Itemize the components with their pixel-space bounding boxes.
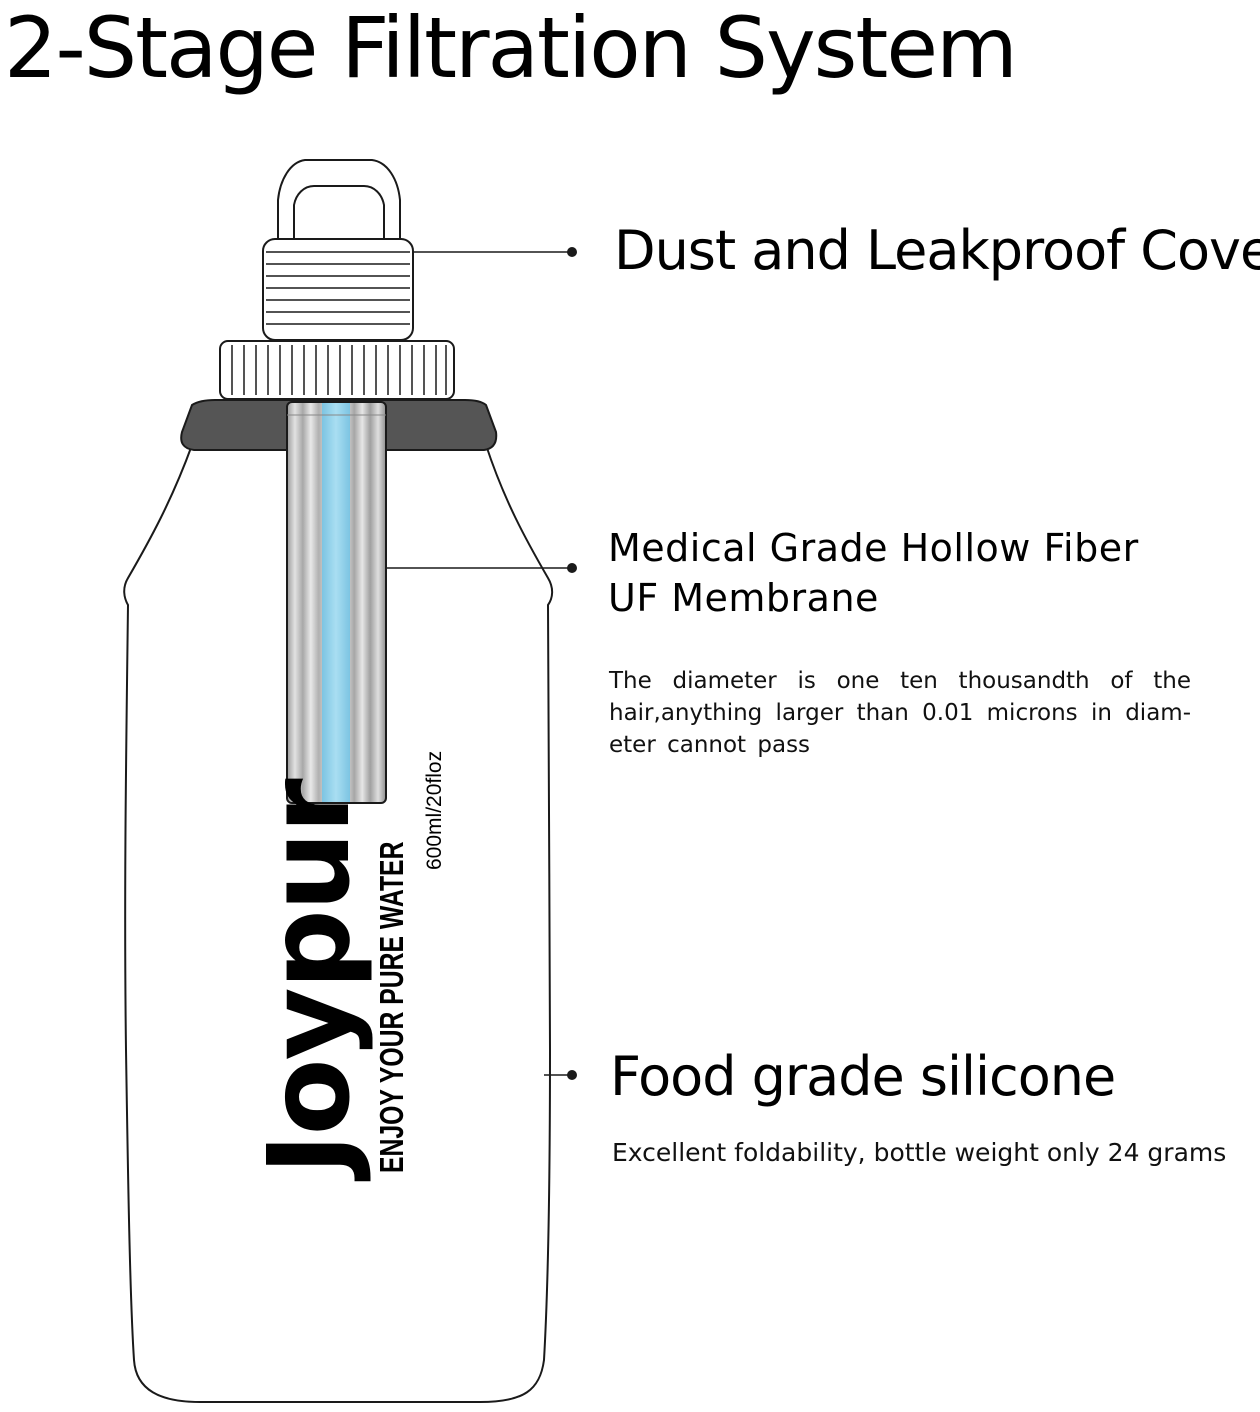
- brand-logo: Joypur: [245, 780, 375, 1175]
- cap-loop: [277, 159, 401, 241]
- cover-leader-dot: [567, 247, 577, 257]
- bottle-body: [123, 444, 554, 1403]
- silicone-label: Food grade silicone: [610, 1045, 1116, 1108]
- silicone-description: Excellent foldability, bottle weight onl…: [612, 1138, 1227, 1167]
- brand-tagline: ENJOY YOUR PURE WATER: [373, 841, 410, 1173]
- collar-ring: [219, 340, 455, 400]
- capacity-label: 600ml/20floz: [423, 750, 446, 870]
- cap-body: [262, 238, 414, 341]
- cover-label: Dust and Leakproof Cover: [614, 219, 1260, 282]
- membrane-leader-dot: [567, 563, 577, 573]
- filter-membrane-core: [322, 403, 350, 802]
- silicone-leader-dot: [567, 1070, 577, 1080]
- membrane-label-line1: Medical Grade Hollow Fiber: [608, 526, 1139, 570]
- membrane-label-line2: UF Membrane: [608, 576, 879, 620]
- membrane-description: The diameter is one ten thousandth of th…: [609, 668, 1191, 758]
- page-title: 2-Stage Filtration System: [4, 0, 1018, 97]
